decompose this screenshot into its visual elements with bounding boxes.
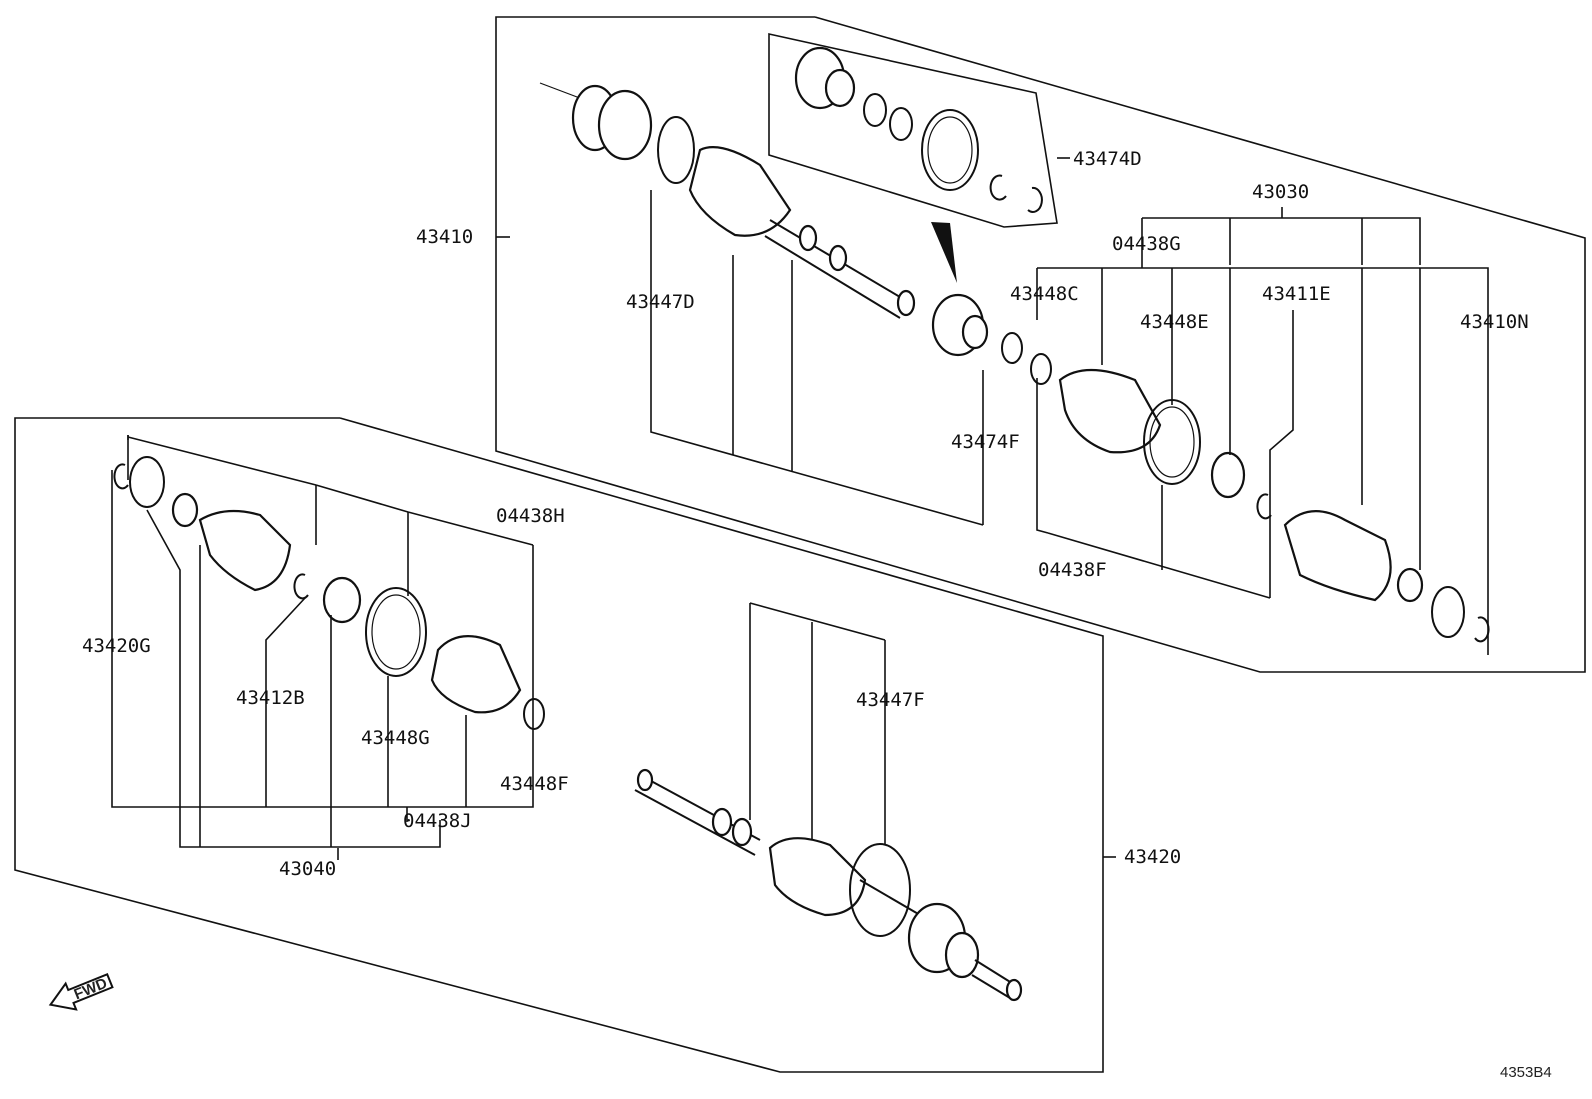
fwd-label: FWD	[72, 975, 110, 1004]
upper-leader-lines	[496, 157, 1489, 655]
label-04438G: 04438G	[1112, 233, 1181, 255]
label-43447D: 43447D	[626, 291, 695, 313]
label-43448C: 43448C	[1010, 283, 1079, 305]
lower-leader-lines	[111, 435, 886, 860]
fwd-arrow-icon: FWD	[48, 972, 114, 1011]
label-04438J: 04438J	[403, 810, 472, 832]
upper-assembly-43410: 43410 43474D 43030 04438G 43448C 43411E …	[416, 16, 1586, 673]
lower-assembly-outline	[14, 417, 1104, 1073]
label-43447F: 43447F	[856, 689, 925, 711]
upper-assembly-outline	[495, 16, 1586, 673]
label-04438F: 04438F	[1038, 559, 1107, 581]
label-43474F: 43474F	[951, 431, 1020, 453]
lower-left-parts	[113, 456, 545, 730]
label-43420: 43420	[1124, 846, 1181, 868]
upper-middle-parts	[931, 293, 1490, 643]
label-43448E: 43448E	[1140, 311, 1209, 333]
inset-parts	[794, 46, 1043, 213]
label-43474D: 43474D	[1073, 148, 1142, 170]
pointer-triangle	[931, 222, 957, 283]
label-43420G: 43420G	[82, 635, 151, 657]
diagram-code: 4353B4	[1500, 1064, 1552, 1081]
inset-box-43474D	[768, 33, 1058, 228]
label-43448F: 43448F	[500, 773, 569, 795]
label-04438H: 04438H	[496, 505, 565, 527]
label-43448G: 43448G	[361, 727, 430, 749]
label-43040: 43040	[279, 858, 336, 880]
label-43411E: 43411E	[1262, 283, 1331, 305]
lower-assembly-43420: 04438H 43420G 43412B 43448G 43448F 04438…	[14, 417, 1181, 1073]
label-43030: 43030	[1252, 181, 1309, 203]
lower-shaft-parts	[634, 768, 1023, 1002]
upper-shaft-parts	[539, 82, 916, 319]
label-43412B: 43412B	[236, 687, 305, 709]
label-43410N: 43410N	[1460, 311, 1529, 333]
label-43410: 43410	[416, 226, 473, 248]
